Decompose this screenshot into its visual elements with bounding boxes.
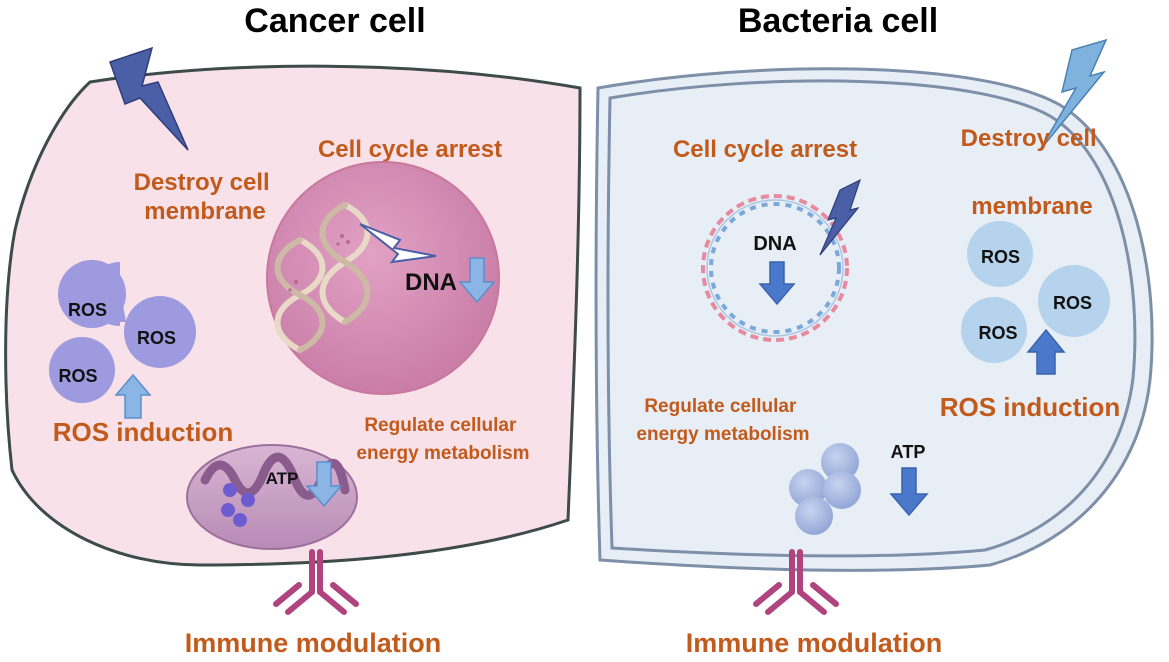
cancer-energy-line2: energy metabolism [356,443,529,464]
lightning-icon [109,46,189,151]
bacteria-panel: Bacteria cell Destroy cell membrane Cell… [594,2,1154,658]
ros-label: ROS [978,323,1017,343]
ros-cluster [961,221,1110,363]
cancer-ros-induction-label: ROS induction [53,417,234,447]
ros-label: ROS [981,247,1020,267]
bacteria-membrane-label: Destroy cell membrane [961,125,1104,220]
bacteria-ros-induction-label: ROS induction [940,392,1121,422]
cancer-energy-label: Regulate cellular energy metabolism [356,415,529,464]
cancer-atp-label: ATP [266,469,299,488]
ros-label: ROS [1053,293,1092,313]
atp-spheres-icon [789,443,861,535]
bacteria-energy-line1: Regulate cellular [644,396,797,417]
bacteria-cell-membrane [606,79,1137,558]
dna-helix-icon [274,202,371,353]
circular-dna-icon [701,194,849,342]
down-arrow-icon [458,257,496,304]
bacteria-cell-wall [594,67,1154,572]
bacteria-title: Bacteria cell [738,2,938,40]
ros-cluster [49,260,196,403]
down-arrow-icon [889,467,929,517]
cancer-immune-label: Immune modulation [185,628,442,658]
bacteria-dna-label: DNA [753,233,796,255]
cancer-membrane-line2: membrane [144,198,265,225]
down-arrow-icon [758,261,796,306]
bacteria-membrane-line1: Destroy cell [961,125,1097,152]
bacteria-energy-line2: energy metabolism [636,424,809,445]
bacteria-energy-label: Regulate cellular energy metabolism [636,396,809,445]
bacteria-ros-labels: ROS ROS ROS [978,247,1097,343]
ros-label: ROS [68,300,107,320]
cancer-membrane-line1: Destroy cell [134,169,270,196]
bacteria-atp-label: ATP [891,442,926,462]
cancer-membrane-label: Destroy cell membrane [134,169,277,225]
cancer-ros-labels: ROS ROS ROS [58,300,181,386]
cancer-cycle-label: Cell cycle arrest [318,136,502,163]
down-arrow-icon [305,461,343,508]
antibody-icon [273,549,359,615]
up-arrow-icon [114,373,152,419]
dna-lightning-icon [819,178,862,256]
cancer-panel: Cancer cell Destroy cell membrane Cell c… [4,2,582,658]
bacteria-membrane-line2: membrane [971,193,1092,220]
ros-label: ROS [137,328,176,348]
cancer-energy-line1: Regulate cellular [364,415,517,436]
up-arrow-icon [1026,328,1066,375]
cancer-title: Cancer cell [244,2,425,40]
bacteria-immune-label: Immune modulation [686,628,943,658]
antibody-icon [753,549,839,615]
dna-lightning-icon [359,223,437,264]
bacteria-cycle-label: Cell cycle arrest [673,136,857,163]
ros-label: ROS [58,366,97,386]
dna-speckles [288,234,350,292]
lightning-icon [1039,38,1108,151]
nucleus [266,161,500,395]
cancer-dna-label: DNA [405,269,457,296]
